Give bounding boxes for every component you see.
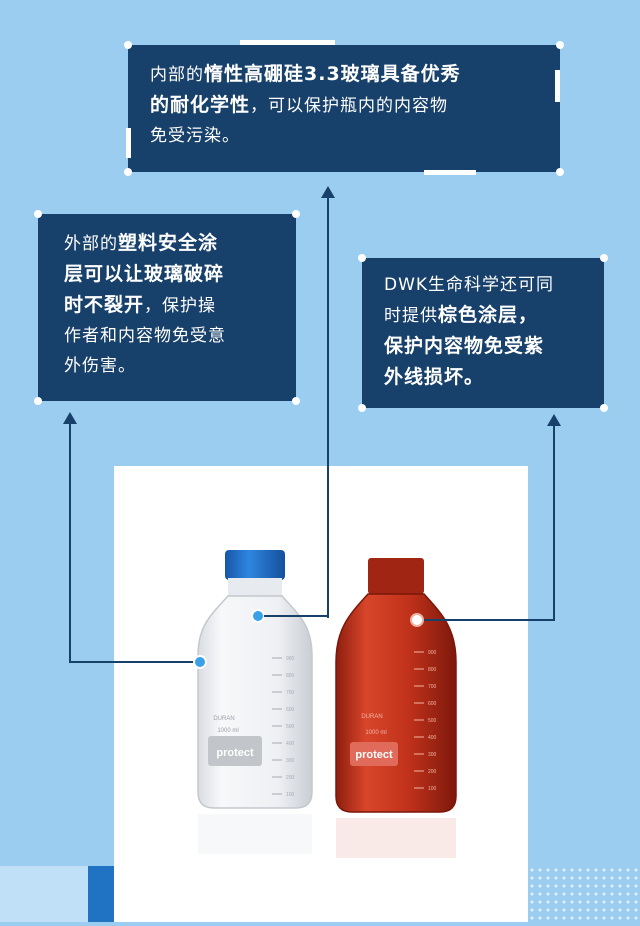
callout-left-line5: 外伤害。	[64, 356, 136, 376]
graduation-label: 900	[428, 650, 437, 656]
callout-top-line1: 内部的惰性高硼硅3.3玻璃具备优秀	[150, 63, 461, 85]
dot-pattern	[528, 866, 640, 922]
graduation-label: 500	[286, 724, 295, 730]
amber-bottle-volume: 1000 ml	[365, 730, 386, 736]
callout-right-line1: DWK生命科学还可同	[384, 275, 555, 295]
graduation-label: 600	[286, 707, 295, 713]
callout-top-line2: 的耐化学性，可以保护瓶内的内容物	[150, 94, 449, 116]
graduation-label: 800	[286, 673, 295, 679]
amber-bottle-label: protect	[355, 749, 393, 761]
callout-left-line1: 外部的塑料安全涂	[64, 232, 219, 254]
callout-right-line4: 外线损坏。	[384, 366, 485, 388]
callout-borosilicate-glass: 内部的惰性高硼硅3.3玻璃具备优秀 的耐化学性，可以保护瓶内的内容物 免受污染。	[128, 45, 560, 172]
graduation-label: 100	[428, 786, 437, 792]
clear-bottle-cap	[225, 550, 285, 580]
amber-bottle: protect DURAN 1000 ml 900 800 700 600 500 400…	[335, 558, 457, 813]
graduation-label: 600	[428, 701, 437, 707]
clear-bottle-volume: 1000 ml	[217, 728, 238, 734]
amber-bottle-graduations: 900 800 700 600 500 400 300 200 100	[414, 650, 437, 792]
graduation-label: 400	[286, 741, 295, 747]
graduation-label: 300	[286, 758, 295, 764]
graduation-label: 400	[428, 735, 437, 741]
graduation-label: 700	[286, 690, 295, 696]
bottom-stripe	[0, 866, 88, 922]
callout-left-line3: 时不裂开，保护操	[64, 294, 217, 316]
clear-bottle-brand: DURAN	[213, 716, 234, 722]
graduation-label: 700	[428, 684, 437, 690]
graduation-label: 200	[286, 775, 295, 781]
graduation-label: 300	[428, 752, 437, 758]
callout-brown-coating: DWK生命科学还可同 时提供棕色涂层， 保护内容物免受紫 外线损坏。	[362, 258, 604, 408]
clear-bottle: protect DURAN 1000 ml 900 800 700 600 500 400…	[197, 550, 313, 809]
amber-bottle-brand: DURAN	[361, 714, 382, 720]
graduation-label: 900	[286, 656, 295, 662]
graduation-label: 800	[428, 667, 437, 673]
clear-bottle-label: protect	[216, 747, 254, 759]
callout-right-line2: 时提供棕色涂层，	[384, 304, 539, 326]
graduation-label: 200	[428, 769, 437, 775]
callout-left-line4: 作者和内容物免受意	[64, 326, 226, 346]
graduation-label: 500	[428, 718, 437, 724]
bottles-illustration: protect DURAN 1000 ml 900 800 700 600 500 400…	[197, 550, 457, 858]
product-photo: protect DURAN 1000 ml 900 800 700 600 500 400…	[114, 466, 528, 922]
callout-left-line2: 层可以让玻璃破碎	[64, 263, 225, 285]
bottom-accent-block	[88, 866, 118, 922]
callout-plastic-coating: 外部的塑料安全涂 层可以让玻璃破碎 时不裂开，保护操 作者和内容物免受意 外伤害…	[38, 214, 296, 401]
clear-bottle-graduations: 900 800 700 600 500 400 300 200 100	[272, 656, 295, 798]
graduation-label: 100	[286, 792, 295, 798]
callout-top-line3: 免受污染。	[150, 126, 240, 146]
callout-right-line3: 保护内容物免受紫	[384, 335, 545, 357]
